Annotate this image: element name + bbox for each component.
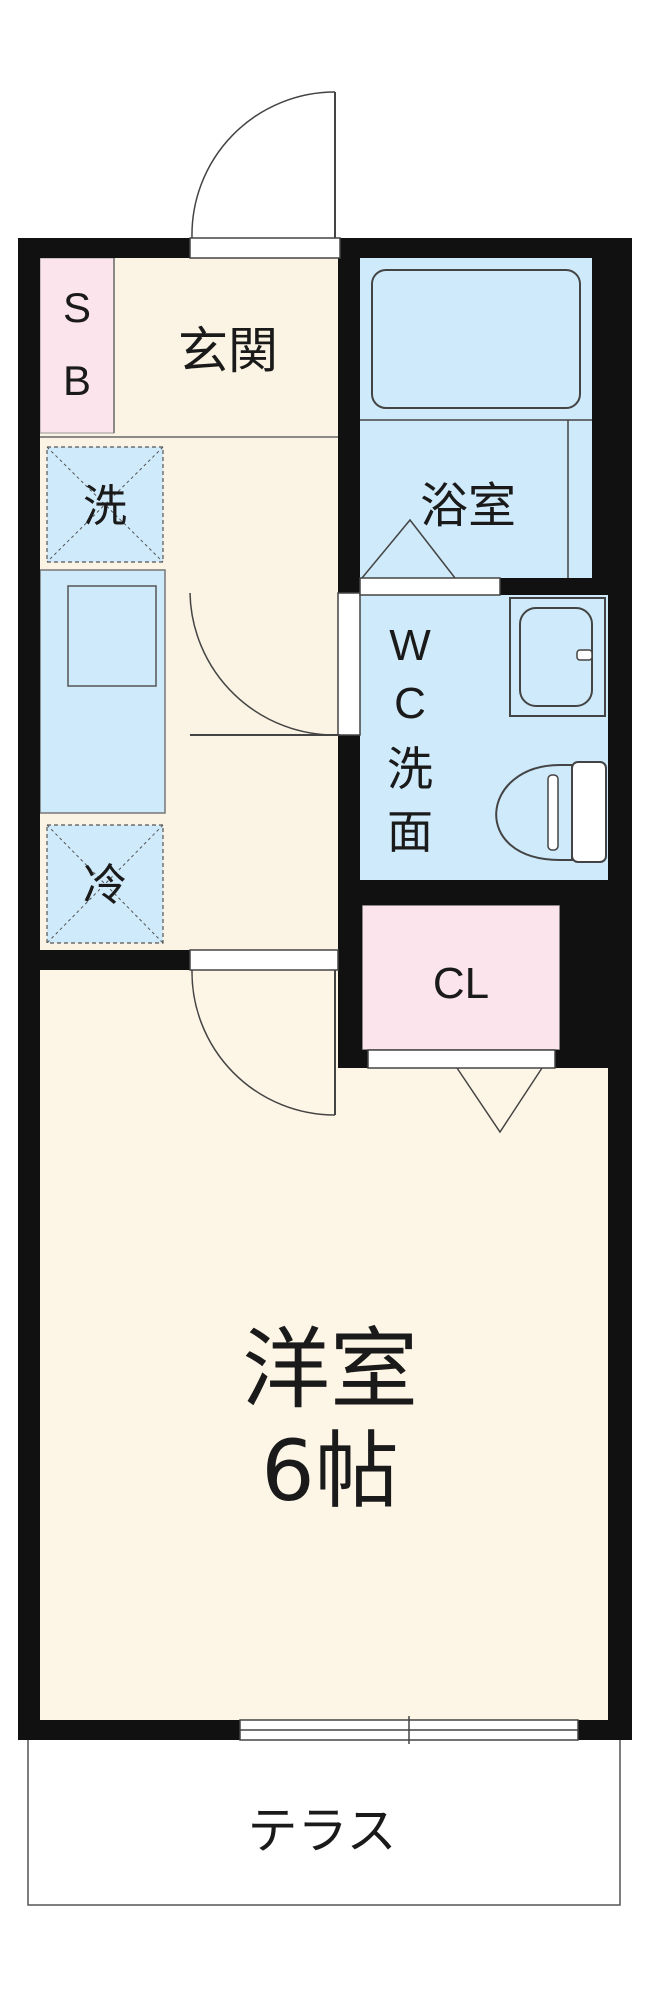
faucet [576, 649, 593, 661]
entrance-door-swing [191, 91, 336, 239]
fridge-space [46, 824, 164, 944]
room-door-frame [189, 949, 339, 971]
entrance-door-frame [189, 237, 341, 259]
closet-opening [367, 1049, 556, 1069]
bath-folding-door [361, 518, 456, 579]
entrance-label: 玄関 [178, 322, 278, 380]
washer-label: 洗 [83, 481, 127, 532]
bath-door-gap [359, 577, 501, 596]
toilet-lever [547, 774, 559, 851]
toilet-tank [571, 761, 607, 863]
sb-label-2: B [63, 357, 91, 404]
closet-label: CL [433, 959, 489, 1008]
western-room-size: 6帖 [261, 1422, 398, 1520]
closet-folding-door [456, 1067, 543, 1134]
wc-label-4: 面 [387, 805, 433, 859]
wc-label-2: C [394, 679, 426, 728]
room-door-swing [191, 969, 336, 1116]
sb-label-1: S [63, 284, 91, 331]
bathroom-label: 浴室 [420, 478, 516, 534]
walls [18, 238, 632, 1740]
wc-label-1: W [389, 621, 431, 670]
fridge-label: 冷 [83, 860, 127, 911]
wc-door-frame [337, 592, 361, 736]
washer-space [46, 446, 164, 563]
closet-floor [361, 904, 561, 1051]
western-room-floor [40, 970, 613, 1740]
shoe-box [39, 257, 115, 434]
terrace-label: テラス [248, 1802, 397, 1860]
western-room-label: 洋室 [242, 1318, 418, 1421]
bathtub [371, 269, 581, 409]
wc-label-3: 洗 [387, 742, 433, 796]
kitchen-sink [67, 585, 157, 687]
wc-door-swing [189, 592, 339, 736]
terrace-outline [27, 1740, 621, 1906]
